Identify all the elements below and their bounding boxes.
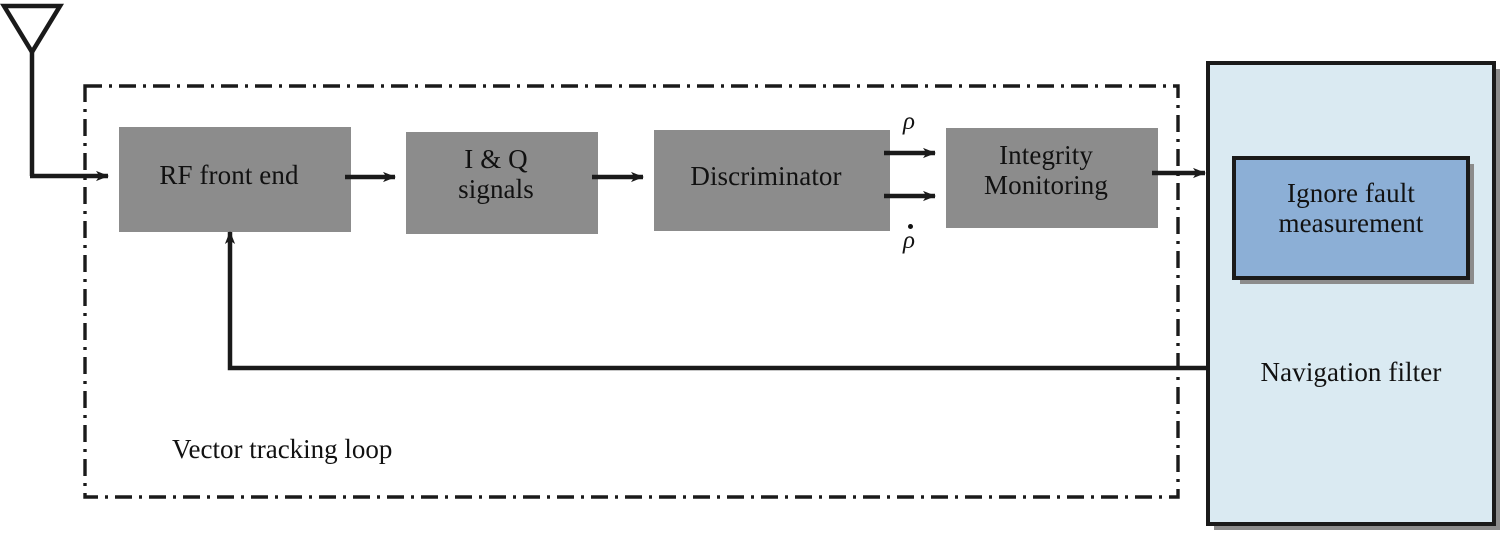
vector-tracking-loop-region [83,84,1180,499]
navigation-filter-block[interactable] [1206,61,1496,526]
connector-navigation-feedback-to-rf [224,231,1208,371]
ignore-fault-measurement-block[interactable] [1232,156,1470,280]
antenna-icon [0,3,65,176]
